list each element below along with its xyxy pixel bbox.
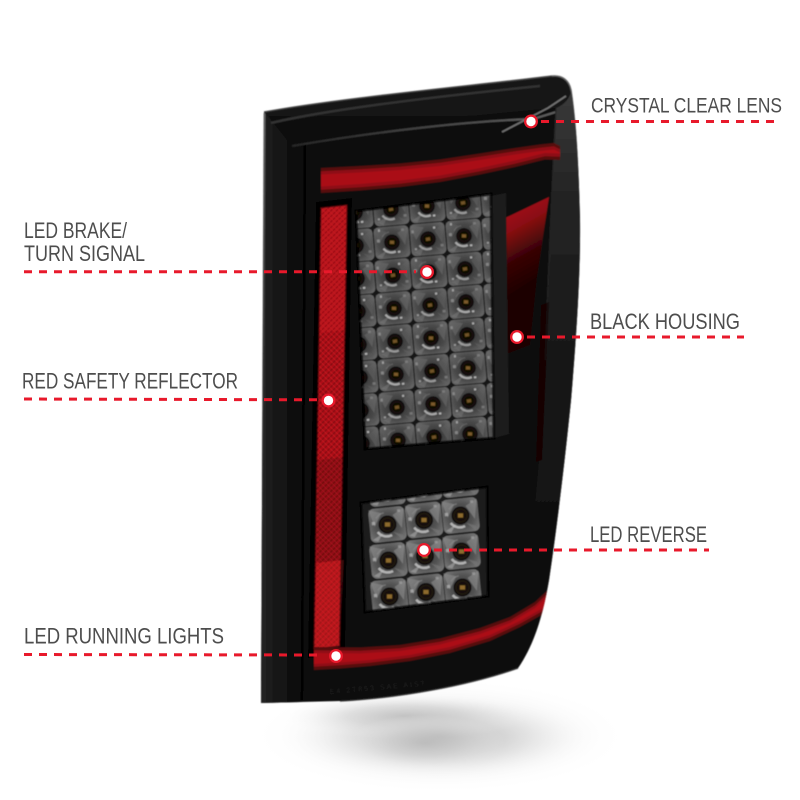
svg-text:RED SAFETY REFLECTOR: RED SAFETY REFLECTOR [22, 369, 238, 394]
svg-text:TURN SIGNAL: TURN SIGNAL [24, 241, 145, 266]
svg-text:CRYSTAL CLEAR LENS: CRYSTAL CLEAR LENS [591, 95, 782, 118]
svg-text:BLACK HOUSING: BLACK HOUSING [590, 309, 740, 334]
svg-text:LED BRAKE/: LED BRAKE/ [24, 218, 128, 243]
svg-text:LED REVERSE: LED REVERSE [590, 522, 707, 547]
svg-text:LED RUNNING LIGHTS: LED RUNNING LIGHTS [24, 623, 224, 648]
